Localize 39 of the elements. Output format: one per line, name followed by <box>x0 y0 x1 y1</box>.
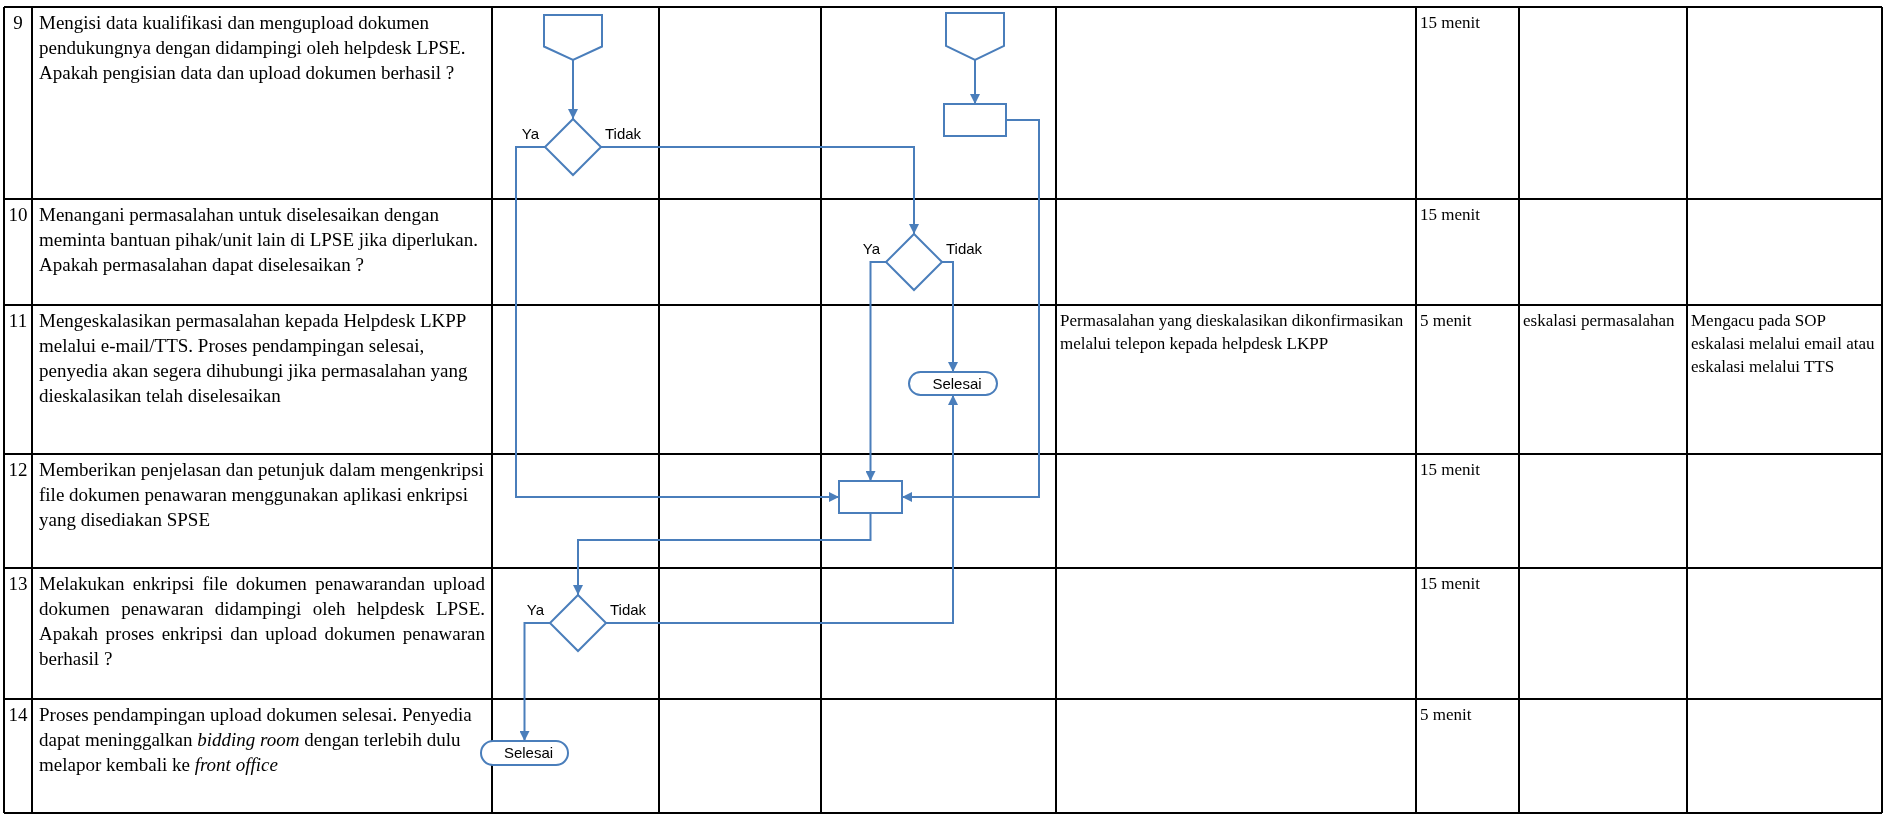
duration-text: 15 menit <box>1419 573 1481 595</box>
activity-description: Memberikan penjelasan dan petunjuk dalam mengenkripsi file dokumen penawaran menggunakan aplikasi enkripsi yang disediakan SPSE <box>38 458 485 532</box>
off-page-connector <box>946 13 1004 60</box>
duration-text: 5 menit <box>1419 704 1473 726</box>
activity-description: Mengeskalasikan permasalahan kepada Helpdesk LKPP melalui e-mail/TTS. Proses pendampingan selesai, penyedia akan segera dihubungi jika permasalahan yang dieskalasikan telah diselesaikan <box>38 309 469 408</box>
connector-arrow <box>600 146 919 235</box>
off-page-connector <box>544 15 602 60</box>
remarks-text: Mengacu pada SOP eskalasi melalui email atau eskalasi melalui TTS <box>1690 310 1876 378</box>
process-box <box>944 104 1006 136</box>
activity-description: Mengisi data kualifikasi dan mengupload dokumen pendukungnya dengan didampingi oleh helpdesk LPSE. Apakah pengisian data dan upload dokumen berhasil ? <box>38 11 467 85</box>
duration-text: 15 menit <box>1419 459 1481 481</box>
connector-arrow <box>941 261 958 373</box>
duration-text: 5 menit <box>1419 310 1473 332</box>
output-description: Permasalahan yang dieskalasikan dikonfirmasikan melalui telepon kepada helpdesk LKPP <box>1059 310 1405 355</box>
connector-arrow <box>970 59 980 105</box>
connector-arrow <box>568 59 578 120</box>
terminator: Selesai <box>909 372 997 395</box>
duration-text: 15 menit <box>1419 204 1481 226</box>
step-number: 14 <box>7 703 29 727</box>
step-number: 13 <box>7 572 29 596</box>
terminator: Selesai <box>481 741 568 765</box>
connector-arrow <box>519 622 551 742</box>
activity-description: Melakukan enkripsi file dokumen penawarandan upload dokumen penawaran didampingi oleh helpdesk LPSE. Apakah proses enkripsi dan upload dokumen penawaran berhasil ? <box>38 572 486 671</box>
connector-arrow <box>865 261 887 482</box>
connector-arrow <box>605 394 958 624</box>
decision-diamond <box>886 234 942 290</box>
step-number: 12 <box>7 458 29 482</box>
step-number: 9 <box>12 11 24 35</box>
decision-diamond <box>545 119 601 175</box>
connector-arrow <box>515 146 840 502</box>
decision-diamond <box>550 595 606 651</box>
step-number: 11 <box>7 309 29 333</box>
activity-description: Proses pendampingan upload dokumen selesai. Penyedia dapat meninggalkan bidding room dengan terlebih dulu melapor kembali ke front office <box>38 703 473 777</box>
output-text: eskalasi permasalahan <box>1522 310 1676 332</box>
process-box <box>839 481 902 513</box>
activity-description: Menangani permasalahan untuk diselesaikan dengan meminta bantuan pihak/unit lain di LPSE jika diperlukan. Apakah permasalahan dapat diselesaikan ? <box>38 203 480 277</box>
step-number: 10 <box>7 203 29 227</box>
connector-arrow <box>573 512 872 596</box>
duration-text: 15 menit <box>1419 12 1481 34</box>
